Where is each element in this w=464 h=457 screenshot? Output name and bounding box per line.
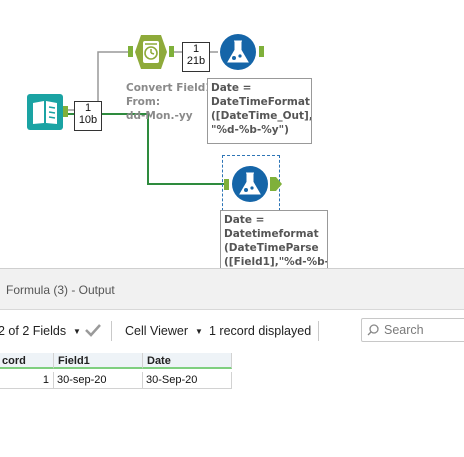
formula2-annotation: Date = Datetimeformat (DateTimeParse ([F… xyxy=(220,210,328,268)
records-displayed: 1 record displayed xyxy=(209,324,312,338)
record-size-value: 10b xyxy=(78,114,98,126)
datetime-record-count: 1 21b xyxy=(182,42,210,72)
datetime-tool[interactable] xyxy=(133,33,169,71)
table-cell-date[interactable]: 30-Sep-20 xyxy=(143,372,232,389)
results-toolbar: 2 of 2 Fields ▼ Cell Viewer ▼ 1 record d… xyxy=(0,310,464,350)
cell-viewer-dropdown[interactable]: Cell Viewer ▼ xyxy=(125,324,203,338)
search-input[interactable]: Search xyxy=(361,318,464,342)
book-icon xyxy=(27,94,63,130)
datetime-output-anchor[interactable] xyxy=(169,46,174,57)
record-count-value: 1 xyxy=(84,102,92,114)
search-icon xyxy=(367,324,379,336)
checkmark-icon[interactable] xyxy=(84,322,102,338)
fields-selector[interactable]: 2 of 2 Fields ▼ xyxy=(0,324,81,338)
formula-tool-1[interactable] xyxy=(219,33,257,71)
toolbar-divider xyxy=(111,321,112,341)
formula1-output-anchor[interactable] xyxy=(259,46,264,57)
formula2-output-anchor[interactable] xyxy=(270,177,282,191)
record-size-value: 21b xyxy=(186,55,206,67)
column-header-date[interactable]: Date xyxy=(143,353,232,369)
column-header-record[interactable]: cord xyxy=(0,353,54,369)
formula-tool-2[interactable] xyxy=(231,165,269,203)
fields-selector-label: 2 of 2 Fields xyxy=(0,324,67,338)
datetime-annotation: Convert Field1 From: dd-Mon.-yy xyxy=(126,82,209,122)
record-count-value: 1 xyxy=(192,43,200,55)
datetime-input-anchor[interactable] xyxy=(128,46,133,57)
cell-viewer-label: Cell Viewer xyxy=(125,324,188,338)
search-placeholder: Search xyxy=(384,323,424,337)
toolbar-divider xyxy=(318,321,319,341)
results-title-bar: Formula (3) - Output xyxy=(0,269,464,310)
input-output-anchor[interactable] xyxy=(63,106,68,117)
chevron-down-icon: ▼ xyxy=(194,327,203,336)
formula1-annotation: Date = DateTimeFormat ([DateTime_Out], "… xyxy=(207,78,312,144)
formula2-input-anchor[interactable] xyxy=(224,179,229,190)
flask-icon xyxy=(232,166,268,202)
results-window: Formula (3) - Output 2 of 2 Fields ▼ Cel… xyxy=(0,268,464,457)
chevron-down-icon: ▼ xyxy=(73,327,81,336)
input-record-count: 1 10b xyxy=(74,101,102,131)
workflow-canvas[interactable]: 1 10b 1 21b Convert Field1 From: dd-Mon.… xyxy=(0,0,464,268)
flask-icon xyxy=(220,34,256,70)
input-data-tool[interactable] xyxy=(27,94,63,130)
table-cell-record[interactable]: 1 xyxy=(0,372,54,389)
clock-icon xyxy=(135,35,167,69)
results-title: Formula (3) - Output xyxy=(6,283,115,297)
column-header-field1[interactable]: Field1 xyxy=(54,353,143,369)
table-cell-field1[interactable]: 30-sep-20 xyxy=(54,372,143,389)
